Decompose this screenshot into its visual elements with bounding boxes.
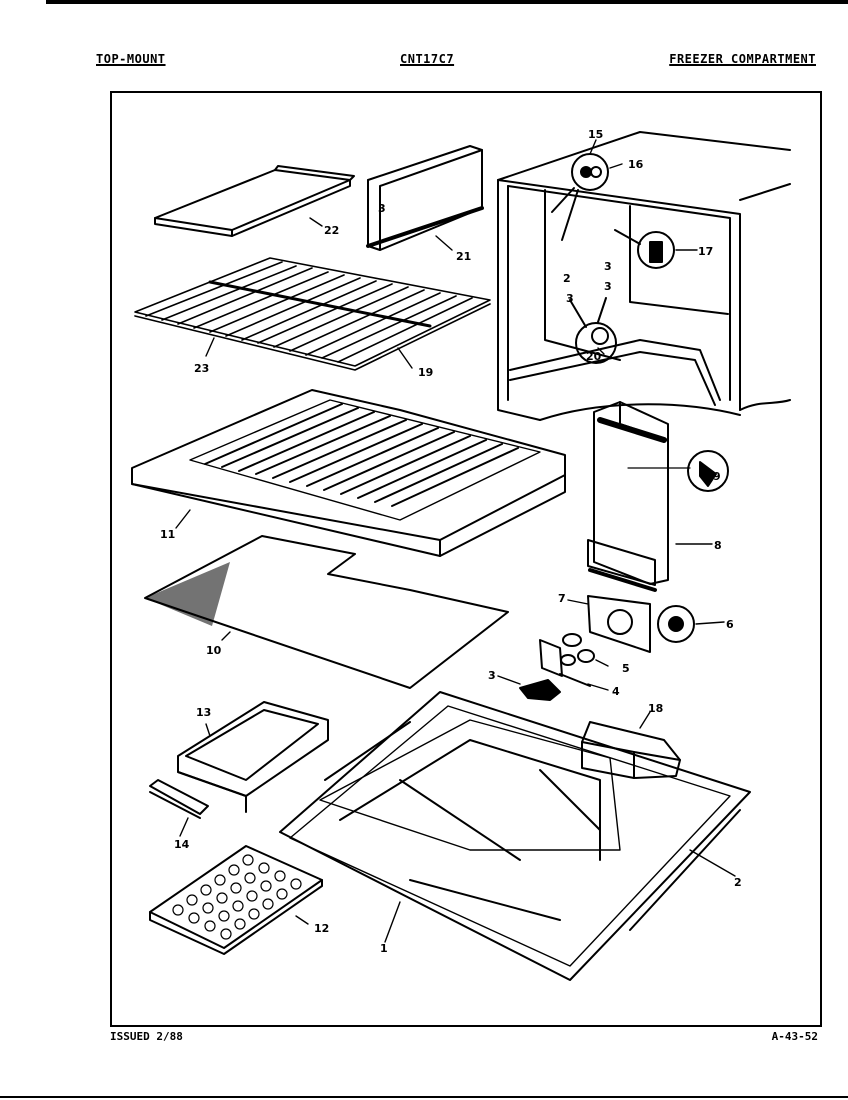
header-section-title: FREEZER COMPARTMENT [669, 52, 816, 66]
callout-19: 19 [418, 366, 433, 379]
part-10-cover-panel [144, 535, 509, 689]
callout-4: 4 [612, 685, 620, 698]
callout-16: 16 [628, 158, 644, 171]
callout-13: 13 [196, 706, 211, 719]
footer-issue-date: ISSUED 2/88 [110, 1030, 183, 1043]
callout-6: 6 [726, 618, 734, 631]
callout-3: 3 [488, 669, 496, 682]
callout-20: 20 [586, 350, 602, 363]
part-6-fan-motor [657, 605, 695, 643]
screw-label-a: 2 [563, 272, 571, 285]
callout-labels: 15 16 17 20 9 8 7 6 5 4 3 18 2 1 12 13 1… [160, 128, 742, 955]
part-5-fan-blade [560, 633, 595, 666]
part-13-ice-bin [177, 701, 329, 813]
callout-21: 21 [456, 250, 471, 263]
callout-leaders [175, 139, 736, 943]
part-12-ice-tray [149, 845, 323, 955]
freezer-cabinet [497, 131, 791, 421]
part-8-air-duct [587, 401, 669, 592]
screw-label-d: 3 [604, 280, 612, 293]
part-17-circle-detail [614, 229, 675, 269]
part-22-shelf [154, 165, 355, 237]
screw-label-c: 3 [566, 292, 574, 305]
part-21-divider [366, 145, 484, 251]
part-14-tray-slide [149, 779, 209, 819]
header-model-number: CNT17C7 [400, 52, 455, 66]
part-4-clamp [539, 639, 591, 687]
callout-2: 2 [734, 876, 742, 889]
callout-9: 9 [713, 470, 721, 483]
part-16-circle-detail [551, 153, 609, 241]
part-2-gasket [324, 721, 741, 931]
callout-18: 18 [648, 702, 663, 715]
callout-5: 5 [622, 662, 630, 675]
callout-17: 17 [698, 245, 713, 258]
callout-7: 7 [558, 592, 566, 605]
callout-12: 12 [314, 922, 329, 935]
part-12-ice-tray-cells [172, 854, 302, 940]
callout-1: 1 [380, 942, 388, 955]
callout-23: 23 [194, 362, 209, 375]
screw-label-e: 3 [378, 202, 386, 215]
part-23-wire-shelf [134, 257, 491, 371]
top-rule [46, 0, 848, 4]
part-9-circle-detail [627, 450, 729, 492]
part-20-circle-detail [569, 297, 617, 364]
screw-label-b: 3 [604, 260, 612, 273]
footer-page-code: A-43-52 [771, 1030, 818, 1043]
bottom-rule [0, 1096, 848, 1098]
part-7-fan-bracket [587, 595, 651, 653]
diagram-frame [110, 91, 822, 1027]
callout-15: 15 [588, 128, 603, 141]
part-11-slide-shelf [131, 389, 566, 557]
part-3-thermostat [519, 679, 561, 701]
callout-22: 22 [324, 224, 339, 237]
callout-14: 14 [174, 838, 190, 851]
callout-11: 11 [160, 528, 175, 541]
part-1-bottom-pan [279, 691, 751, 981]
callout-8: 8 [714, 539, 722, 552]
callout-10: 10 [206, 644, 222, 657]
header-product-line: TOP-MOUNT [96, 52, 166, 66]
part-18-damper [581, 721, 681, 779]
